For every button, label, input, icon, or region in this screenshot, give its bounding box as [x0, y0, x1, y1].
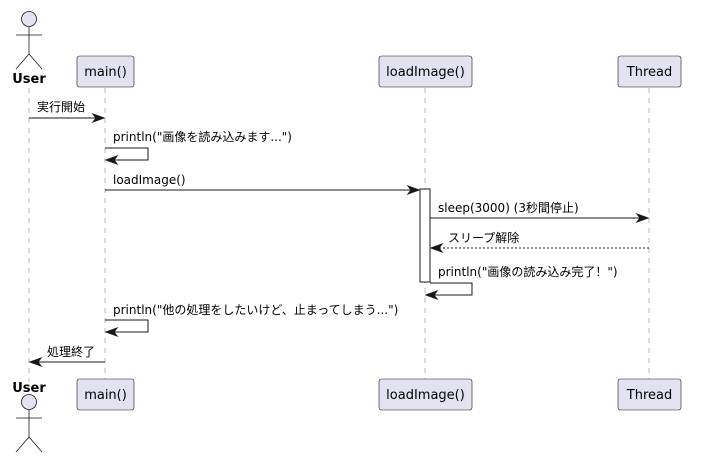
message-4: sleep(3000) (3秒間停止): [430, 200, 650, 224]
arrowhead-icon: [429, 242, 444, 254]
participant-loadimage-label: loadImage(): [386, 65, 465, 80]
actor-head-icon: [21, 394, 37, 410]
actor-user-top: User: [12, 11, 46, 87]
message-label: println("画像の読み込み完了！"): [438, 264, 618, 279]
participant-thread-top: Thread: [617, 55, 682, 88]
arrowhead-icon: [91, 112, 106, 124]
arrowhead-icon: [104, 326, 119, 338]
message-7: println("他の処理をしたいけど、止まってしまう..."): [104, 303, 398, 338]
actor-body-icon: [15, 27, 43, 70]
message-label: スリープ解除: [448, 230, 519, 245]
message-label: loadImage(): [113, 173, 186, 187]
message-2: println("画像を読み込みます..."): [104, 129, 292, 166]
participant-box: [617, 378, 682, 411]
participant-main-label: main(): [84, 65, 127, 80]
arrowhead-icon: [104, 154, 119, 166]
message-label: println("画像を読み込みます..."): [113, 129, 292, 144]
participant-thread-bottom: Thread: [617, 378, 682, 411]
arrowhead-icon: [406, 184, 421, 196]
message-label: println("他の処理をしたいけど、止まってしまう..."): [113, 303, 398, 317]
arrowhead-icon: [28, 356, 43, 368]
message-6: println("画像の読み込み完了！"): [424, 264, 618, 301]
participant-box: [76, 378, 135, 411]
message-1: 実行開始: [29, 99, 106, 124]
message-self-arrow: [427, 282, 473, 296]
message-self-arrow: [105, 147, 149, 161]
arrowhead-icon: [635, 212, 650, 224]
participant-loadimage-label: loadImage(): [386, 388, 465, 403]
participant-box: [378, 378, 473, 411]
message-self-arrow: [105, 319, 149, 333]
participant-box: [378, 55, 473, 88]
message-3: loadImage(): [105, 173, 421, 196]
participant-thread-label: Thread: [626, 65, 672, 80]
message-label: 実行開始: [37, 99, 85, 114]
actor-head-icon: [21, 11, 37, 27]
actor-user-label-bottom: User: [12, 381, 46, 396]
participant-thread-label: Thread: [626, 388, 672, 403]
actor-user-bottom: User: [12, 381, 46, 453]
participant-box: [76, 55, 135, 88]
activation-bar-loadimage: [419, 188, 431, 283]
actor-body-icon: [15, 410, 43, 453]
message-8: 処理終了: [28, 344, 105, 368]
participant-loadimage-bottom: loadImage(): [378, 378, 473, 411]
participant-main-top: main(): [76, 55, 135, 88]
actor-user-label-top: User: [12, 72, 46, 87]
arrowhead-icon: [424, 289, 439, 301]
participant-main-label: main(): [84, 388, 127, 403]
message-5: スリープ解除: [429, 230, 649, 254]
message-label: 処理終了: [47, 344, 95, 359]
message-label: sleep(3000) (3秒間停止): [438, 200, 579, 215]
participant-loadimage-top: loadImage(): [378, 55, 473, 88]
participant-box: [617, 55, 682, 88]
participant-main-bottom: main(): [76, 378, 135, 411]
